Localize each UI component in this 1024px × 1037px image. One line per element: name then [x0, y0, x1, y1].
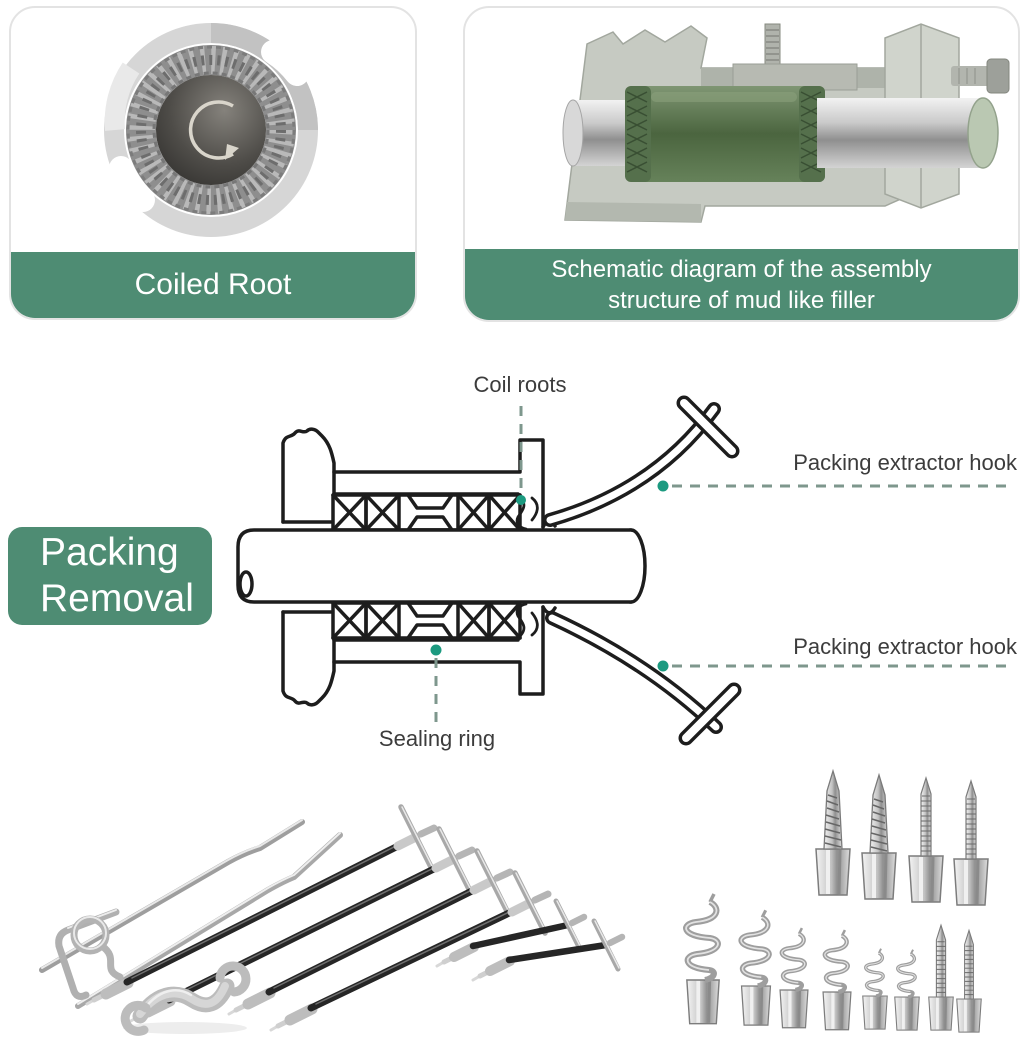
card-caption: Schematic diagram of the assembly struct… — [465, 249, 1018, 320]
schematic-caption-line1: Schematic diagram of the assembly — [551, 255, 932, 283]
green-packing-icon — [625, 86, 825, 182]
packing-removal-badge: Packing Removal — [8, 527, 212, 625]
corkscrew-tip — [686, 894, 722, 1026]
label-connectors — [434, 406, 1014, 722]
t-handle-rod — [435, 898, 588, 968]
lower-gland-housing-drawing — [281, 605, 557, 707]
loop-handle-pick — [70, 915, 124, 981]
coiled-root-caption: Coiled Root — [134, 268, 292, 301]
coiled-root-photo-icon — [104, 23, 318, 237]
rotation-arrow-icon — [188, 100, 239, 160]
corkscrew-tip — [778, 928, 810, 1030]
coil-roots-label: Coil roots — [473, 372, 567, 397]
sealing-ring-label: Sealing ring — [378, 726, 496, 751]
extractor-hook-bottom-drawing — [545, 611, 742, 746]
schematic-card: Schematic diagram of the assembly struct… — [463, 6, 1020, 322]
t-handle-rod — [85, 804, 438, 1006]
extractor-tools-photo-icon — [39, 804, 626, 1036]
corkscrew-tip — [861, 947, 889, 1031]
upper-packing-rings-drawing — [331, 493, 539, 532]
wood-screw-tip — [814, 770, 852, 897]
shaft-icon — [817, 97, 999, 169]
badge-line1: Packing — [40, 531, 179, 574]
extractor-hook-top-drawing — [543, 395, 740, 527]
threaded-spike-tip — [927, 924, 955, 1032]
threaded-spike-tip — [955, 929, 983, 1034]
threaded-spike-tip — [952, 780, 990, 907]
corkscrew-tip — [741, 910, 773, 1027]
card-caption: Coiled Root — [11, 252, 415, 318]
assembly-schematic-icon — [562, 23, 1010, 223]
corkscrew-tip — [821, 930, 853, 1032]
t-handle-rod — [269, 870, 552, 1032]
packing-ring-drawing — [104, 23, 318, 237]
schematic-caption-line2: structure of mud like filler — [608, 286, 875, 314]
badge-line2: Removal — [40, 577, 194, 620]
lower-packing-rings-drawing — [331, 601, 539, 640]
bolt-icon — [951, 58, 1010, 94]
packing-removal-diagram — [236, 395, 1014, 746]
packing-extractor-hook-label-top: Packing extractor hook — [793, 450, 1017, 475]
t-handle-rod — [227, 848, 514, 1016]
gland-stud-icon — [732, 23, 858, 91]
screw-tips-photo-icon — [655, 770, 990, 1034]
coiled-root-card: Coiled Root — [9, 6, 417, 320]
stuffing-box-3d-drawing — [562, 23, 1010, 223]
connector-dots — [430, 480, 669, 672]
shaft-drawing — [236, 528, 647, 604]
corkscrew-tip — [893, 948, 921, 1032]
hook-picks — [39, 819, 343, 1009]
threaded-spike-tip — [907, 777, 945, 904]
packing-extractor-hook-label-bottom: Packing extractor hook — [793, 634, 1017, 659]
t-handle-rod — [471, 918, 626, 982]
wood-screw-tip — [860, 774, 898, 901]
upper-gland-housing-drawing — [281, 427, 557, 529]
s-wrench — [120, 961, 251, 1036]
